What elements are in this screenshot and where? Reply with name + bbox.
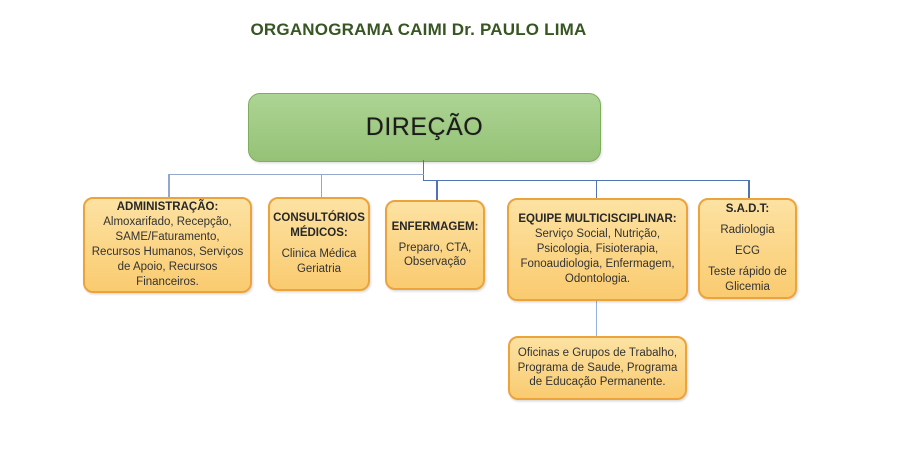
dept-body: Radiologia: [720, 224, 775, 237]
dept-header: CONSULTÓRIOS MÉDICOS:: [273, 212, 365, 240]
dept-node-enfermagem: ENFERMAGEM: Preparo, CTA, Observação: [385, 200, 485, 290]
connector-drop-administracao: [168, 173, 170, 198]
chart-title: ORGANOGRAMA CAIMI Dr. PAULO LIMA: [250, 20, 587, 39]
connector-drop-sadt: [748, 179, 750, 199]
dept-body: Serviço Social, Nutrição, Psicologia, Fi…: [520, 228, 675, 285]
connector-rail-right: [422, 179, 750, 181]
dept-header: ADMINISTRAÇÃO:: [116, 201, 219, 214]
dept-body: Preparo, CTA, Observação: [398, 241, 472, 269]
dept-node-consultorios-medicos: CONSULTÓRIOS MÉDICOS: Clinica Médica Ger…: [268, 197, 370, 291]
dept-body: Almoxarifado, Recepção, SAME/Faturamento…: [91, 216, 244, 288]
dept-body: ECG: [735, 245, 760, 258]
dept-node-administracao: ADMINISTRAÇÃO: Almoxarifado, Recepção, S…: [83, 197, 252, 293]
dept-node-equipe-multiciscriplinar: EQUIPE MULTICISCIPLINAR: Serviço Social,…: [507, 198, 688, 301]
dept-node-sadt: S.A.D.T: Radiologia ECG Teste rápido de …: [698, 198, 797, 299]
connector-rail-left: [168, 173, 424, 175]
root-node-direcao: DIREÇÃO: [248, 93, 601, 162]
connector-drop-consultorios: [320, 173, 322, 198]
connector-drop-enfermagem: [436, 179, 438, 201]
root-node-label: DIREÇÃO: [365, 113, 484, 141]
dept-body: Teste rápido de Glicemia: [708, 265, 787, 293]
sub-node-body: Oficinas e Grupos de Trabalho, Programa …: [517, 346, 678, 389]
dept-header: EQUIPE MULTICISCIPLINAR:: [518, 213, 677, 226]
connector-drop-equipe: [595, 179, 597, 199]
sub-node-oficinas: Oficinas e Grupos de Trabalho, Programa …: [508, 336, 687, 400]
dept-body: Clinica Médica Geriatria: [281, 248, 357, 275]
dept-header: S.A.D.T:: [725, 203, 770, 216]
connector-root-stem: [422, 160, 424, 181]
dept-header: ENFERMAGEM:: [391, 220, 479, 233]
connector-drop-oficinas: [595, 301, 597, 336]
